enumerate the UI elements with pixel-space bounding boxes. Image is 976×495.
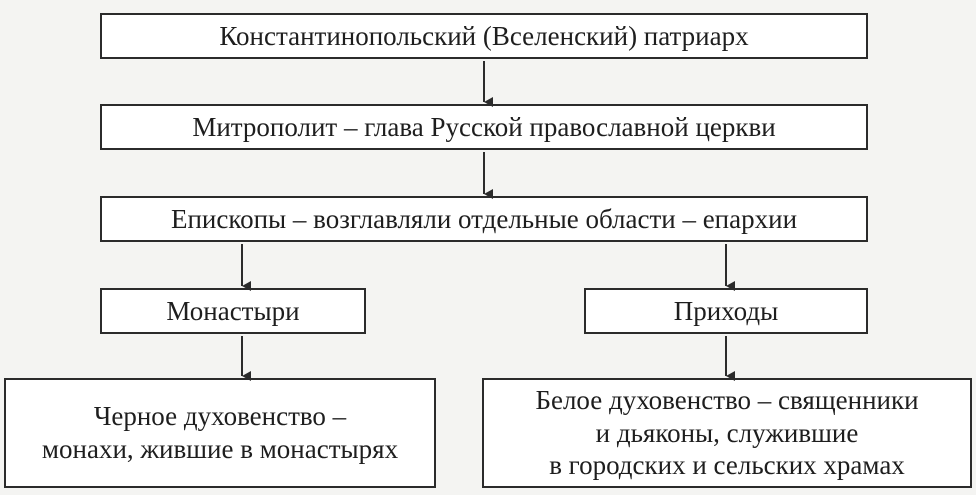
node-parishes-label: Приходы — [673, 295, 779, 326]
node-bishops: Епископы – возглавляли отдельные области… — [100, 196, 868, 242]
node-black-clergy: Черное духовенство – монахи, жившие в мо… — [4, 378, 436, 488]
node-parishes: Приходы — [584, 288, 868, 334]
node-patriarch-label: Константинопольский (Вселенский) патриар… — [219, 20, 749, 51]
node-white-clergy: Белое духовенство – священники и дьяконы… — [482, 378, 972, 488]
node-monasteries-label: Монастыри — [166, 295, 300, 326]
node-metropolitan: Митрополит – глава Русской православной … — [100, 104, 868, 150]
node-bishops-label: Епископы – возглавляли отдельные области… — [170, 203, 798, 234]
node-patriarch: Константинопольский (Вселенский) патриар… — [100, 13, 868, 59]
node-monasteries: Монастыри — [100, 288, 366, 334]
node-metropolitan-label: Митрополит – глава Русской православной … — [192, 111, 776, 142]
node-black-clergy-label: Черное духовенство – монахи, жившие в мо… — [41, 401, 399, 464]
node-white-clergy-label: Белое духовенство – священники и дьяконы… — [535, 384, 919, 481]
